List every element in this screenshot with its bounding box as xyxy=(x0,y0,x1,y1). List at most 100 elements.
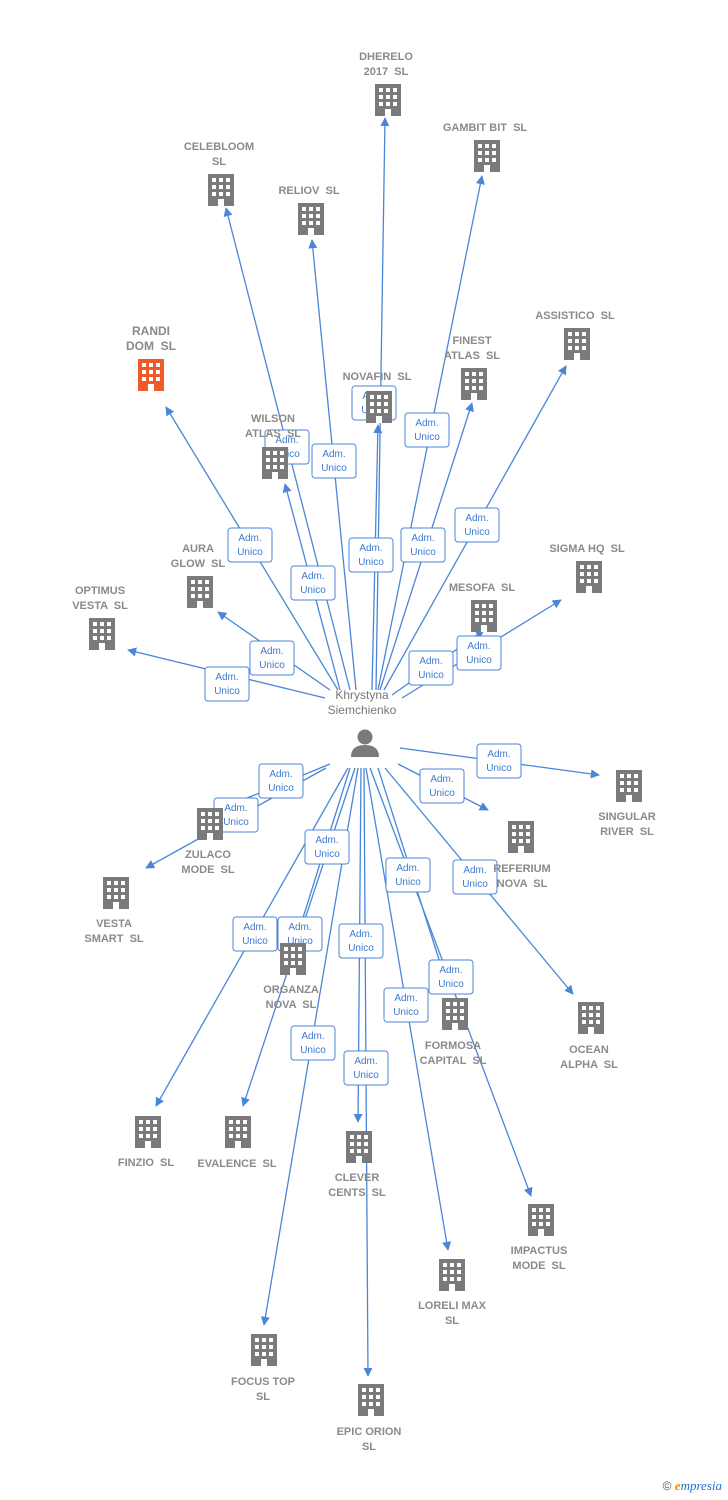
center-person[interactable]: Khrystyna Siemchienko xyxy=(328,688,397,757)
badge-text: Unico xyxy=(223,817,249,828)
badge-box xyxy=(227,527,273,563)
company-name-line: NOVA SL xyxy=(497,878,548,890)
badge-box xyxy=(232,916,278,952)
role-badge-formosa-capital[interactable]: Adm.Unico xyxy=(385,857,431,893)
role-badge-assistico[interactable]: Adm.Unico xyxy=(454,507,500,543)
company-name-line: ATLAS SL xyxy=(245,428,301,440)
role-badge-novafin[interactable]: Adm.Unico xyxy=(348,537,394,573)
footer-brand[interactable]: © empresia xyxy=(663,1478,722,1494)
badge-box xyxy=(304,829,350,865)
company-node-gambit-bit[interactable]: GAMBIT BIT SL xyxy=(443,122,528,172)
role-badge-finest-atlas[interactable]: Adm.Unico xyxy=(400,527,446,563)
building-icon xyxy=(366,391,392,423)
role-badge-impactus-mode[interactable]: Adm.Unico xyxy=(428,959,474,995)
badge-box xyxy=(204,666,250,702)
badge-box xyxy=(249,640,295,676)
role-badge-epic-orion[interactable]: Adm.Unico xyxy=(343,1050,389,1086)
role-badge-sigma-hq[interactable]: Adm. Unico xyxy=(456,635,502,671)
badge-text: Adm. xyxy=(301,1031,324,1042)
badge-text: Adm. xyxy=(275,435,298,446)
badge-text: Unico xyxy=(321,463,347,474)
role-badge-mesofa[interactable]: Adm.Unico xyxy=(408,650,454,686)
company-node-reliov[interactable]: RELIOV SL xyxy=(278,185,340,235)
badge-text: Adm. xyxy=(465,513,488,524)
role-badge-wilson-atlas[interactable]: Adm.Unico xyxy=(290,565,336,601)
badge-box xyxy=(385,857,431,893)
company-name-line: NOVAFIN SL xyxy=(343,371,412,383)
building-icon xyxy=(89,618,115,650)
company-node-sigma-hq[interactable]: SIGMA HQ SL xyxy=(549,543,625,593)
building-icon xyxy=(138,359,164,391)
badge-text: Adm. xyxy=(467,641,490,652)
role-badge-organza-nova[interactable]: Adm.Unico xyxy=(304,829,350,865)
role-badge-referium-nova[interactable]: Adm.Unico xyxy=(419,768,465,804)
badge-text: Adm. xyxy=(463,865,486,876)
role-badge-optimus-vesta[interactable]: Adm.Unico xyxy=(204,666,250,702)
badge-text: Adm. xyxy=(394,993,417,1004)
badge-text: Unico xyxy=(353,1070,379,1081)
badge-text: Unico xyxy=(466,655,492,666)
role-badge-ocean-alpha[interactable]: Adm.Unico xyxy=(452,859,498,895)
company-name-line: SINGULAR xyxy=(598,811,656,823)
role-badge-evalence[interactable]: Adm.Unico xyxy=(277,916,323,952)
company-node-finzio[interactable]: FINZIO SL xyxy=(118,1116,175,1169)
badge-text: Unico xyxy=(438,979,464,990)
badge-box xyxy=(311,443,357,479)
company-name-line: SMART SL xyxy=(84,933,144,945)
company-node-assistico[interactable]: ASSISTICO SL xyxy=(535,310,615,360)
badge-box xyxy=(290,565,336,601)
badge-box xyxy=(348,537,394,573)
building-icon xyxy=(576,561,602,593)
badges-layer: Adm.UnicoAdm.UnicoAdm.UnicoAdm.UnicoAdm.… xyxy=(204,385,522,1086)
company-name-line: FORMOSA xyxy=(425,1040,481,1052)
building-icon xyxy=(187,576,213,608)
building-icon xyxy=(616,770,642,802)
badge-text: Unico xyxy=(214,686,240,697)
company-name-line: IMPACTUS xyxy=(511,1245,568,1257)
badge-box xyxy=(383,987,429,1023)
role-badge-loreli-max[interactable]: Adm.Unico xyxy=(383,987,429,1023)
person-icon xyxy=(351,729,379,757)
role-badge-zulaco-mode[interactable]: Adm.Unico xyxy=(258,763,304,799)
badge-text: Unico xyxy=(410,547,436,558)
company-node-novafin[interactable]: NOVAFIN SL xyxy=(343,371,412,423)
role-badge-gambit-bit[interactable]: Adm.Unico xyxy=(404,412,450,448)
building-icon xyxy=(375,84,401,116)
role-badge-focus-top[interactable]: Adm. Unico xyxy=(290,1025,336,1061)
role-badge-aura-glow[interactable]: Adm.Unico xyxy=(249,640,295,676)
company-node-mesofa[interactable]: MESOFA SL xyxy=(449,582,515,632)
company-name-line: SL xyxy=(445,1315,459,1327)
role-badge-finzio[interactable]: Adm.Unico xyxy=(232,916,278,952)
company-node-evalence[interactable]: EVALENCE SL xyxy=(197,1116,277,1170)
role-badge-clever-cents[interactable]: Adm.Unico xyxy=(338,923,384,959)
role-badge-randi-dom[interactable]: Adm.Unico xyxy=(227,527,273,563)
role-badge-singular-river[interactable]: Adm.Unico xyxy=(476,743,522,779)
role-badge-celebloom[interactable]: Adm.Unico xyxy=(311,443,357,479)
company-name-line: FOCUS TOP xyxy=(231,1376,295,1388)
badge-text: Unico xyxy=(300,1045,326,1056)
building-icon xyxy=(358,1384,384,1416)
building-icon xyxy=(471,600,497,632)
company-name-line: VESTA SL xyxy=(72,600,128,612)
